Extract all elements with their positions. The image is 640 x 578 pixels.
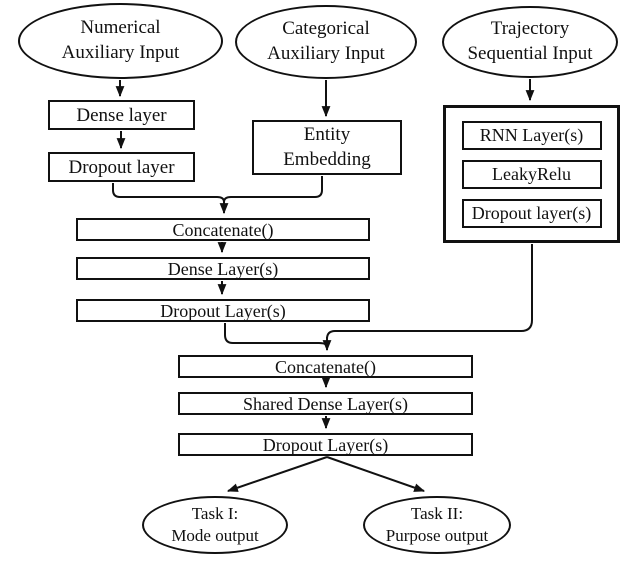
shared-dense-layers-box: Shared Dense Layer(s) xyxy=(178,392,473,415)
connector-dropout-to-merge1 xyxy=(112,183,225,203)
input-node-trajectory-sequential: Trajectory Sequential Input xyxy=(442,6,618,78)
leakyrelu-box: LeakyRelu xyxy=(461,159,602,189)
dropout-layers-box: Dropout layer(s) xyxy=(461,198,602,228)
final-dropout-layers-box: Dropout Layer(s) xyxy=(178,433,473,456)
input-node-numerical-auxiliary: Numerical Auxiliary Input xyxy=(18,3,223,79)
arrow-dropout-to-task2 xyxy=(326,456,426,492)
output-node-task2-purpose: Task II: Purpose output xyxy=(363,496,511,554)
connector-embedding-to-merge1 xyxy=(223,176,323,203)
aux-concatenate-box: Concatenate() xyxy=(76,218,370,241)
entity-embedding-box: Entity Embedding xyxy=(252,120,402,175)
rnn-block-container: RNN Layer(s) LeakyRelu Dropout layer(s) xyxy=(443,105,620,243)
dense-layer-box: Dense layer xyxy=(48,100,195,130)
connector-rnnblock-to-merge2 xyxy=(326,244,533,340)
rnn-layers-box: RNN Layer(s) xyxy=(461,120,602,150)
arrow-dropout-to-task1 xyxy=(226,456,328,492)
final-concatenate-box: Concatenate() xyxy=(178,355,473,378)
connector-dropout1-to-merge2 xyxy=(224,323,328,348)
aux-dense-layers-box: Dense Layer(s) xyxy=(76,257,370,280)
output-node-task1-mode: Task I: Mode output xyxy=(142,496,288,554)
dropout-layer-box: Dropout layer xyxy=(48,152,195,182)
aux-dropout-layers-box: Dropout Layer(s) xyxy=(76,299,370,322)
input-node-categorical-auxiliary: Categorical Auxiliary Input xyxy=(235,5,417,79)
